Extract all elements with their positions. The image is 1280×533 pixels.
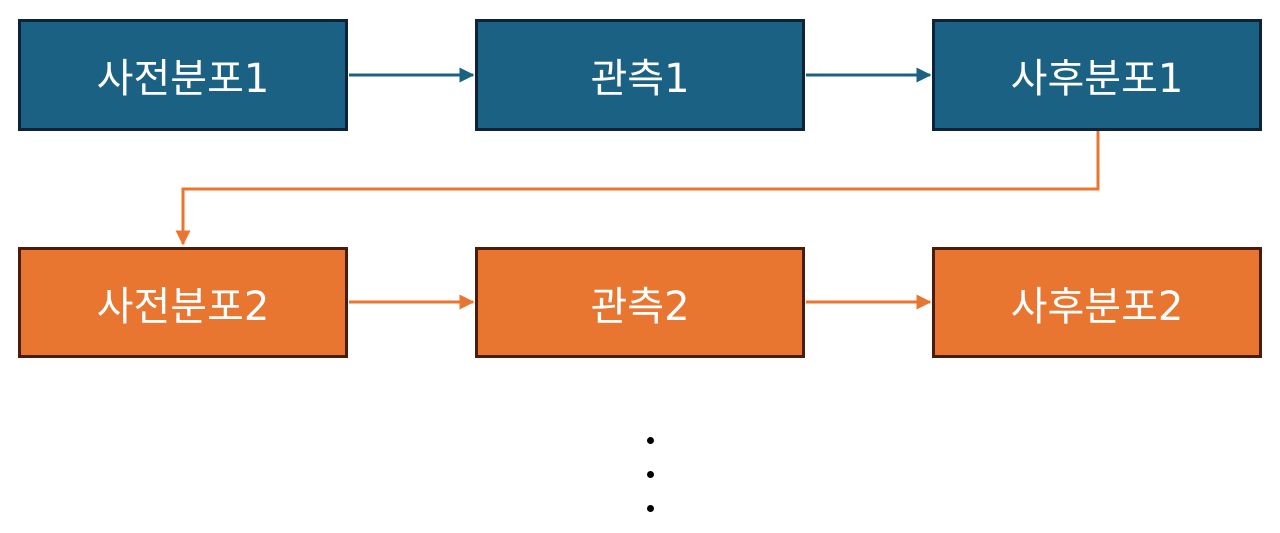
ellipsis-dot [647, 505, 654, 512]
posterior-2-box: 사후분포2 [932, 247, 1262, 358]
ellipsis-dot [647, 437, 654, 444]
ellipsis-dot [647, 471, 654, 478]
posterior-1-box: 사후분포1 [932, 19, 1262, 131]
observation-2-box: 관측2 [475, 247, 805, 358]
prior-2-box: 사전분포2 [18, 247, 348, 358]
observation-1-box: 관측1 [475, 19, 805, 131]
arrow-posterior1-to-prior2 [175, 131, 1100, 246]
prior-1-box: 사전분포1 [18, 19, 348, 131]
